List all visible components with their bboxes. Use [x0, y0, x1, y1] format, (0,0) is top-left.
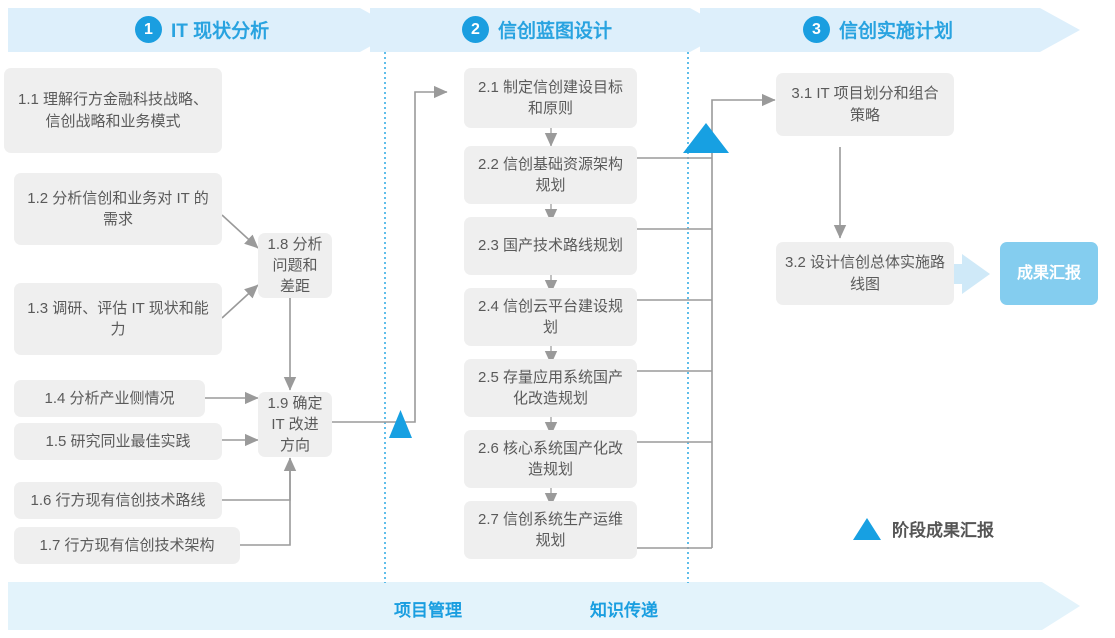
phase-header-1: 1 IT 现状分析: [135, 16, 269, 43]
node-1-3[interactable]: 1.3 调研、评估 IT 现状和能力: [14, 283, 222, 355]
node-1-5[interactable]: 1.5 研究同业最佳实践: [14, 423, 222, 460]
node-3-1[interactable]: 3.1 IT 项目划分和组合策略: [776, 73, 954, 136]
phase-title-1: IT 现状分析: [171, 21, 270, 42]
node-1-6[interactable]: 1.6 行方现有信创技术路线: [14, 482, 222, 519]
phase-title-2: 信创蓝图设计: [498, 21, 613, 42]
node-1-8[interactable]: 1.8 分析问题和差距: [258, 233, 332, 298]
node-2-6[interactable]: 2.6 核心系统国产化改造规划: [464, 430, 637, 488]
phase-number-1: 1: [135, 16, 162, 43]
node-2-5[interactable]: 2.5 存量应用系统国产化改造规划: [464, 359, 637, 417]
node-2-2[interactable]: 2.2 信创基础资源架构规划: [464, 146, 637, 204]
milestone-triangle-phase1: [389, 410, 412, 438]
node-1-7[interactable]: 1.7 行方现有信创技术架构: [14, 527, 240, 564]
milestone-triangle-phase2: [683, 123, 729, 153]
phase-number-2: 2: [462, 16, 489, 43]
node-3-2[interactable]: 3.2 设计信创总体实施路线图: [776, 242, 954, 305]
phase-title-3: 信创实施计划: [839, 21, 954, 42]
node-1-4[interactable]: 1.4 分析产业侧情况: [14, 380, 205, 417]
node-1-1[interactable]: 1.1 理解行方金融科技战略、信创战略和业务模式: [4, 68, 222, 153]
node-1-2[interactable]: 1.2 分析信创和业务对 IT 的需求: [14, 173, 222, 245]
node-2-1[interactable]: 2.1 制定信创建设目标和原则: [464, 68, 637, 128]
triangle-up-icon: [853, 517, 881, 540]
phase-header-3: 3 信创实施计划: [803, 16, 953, 43]
legend-label: 阶段成果汇报: [892, 521, 994, 540]
node-2-4[interactable]: 2.4 信创云平台建设规划: [464, 288, 637, 346]
footer-label-project-management: 项目管理: [394, 601, 462, 620]
footer-banner-bar: [8, 582, 1080, 630]
legend-milestone: 阶段成果汇报: [853, 516, 994, 541]
result-report-box[interactable]: 成果汇报: [1000, 242, 1098, 305]
node-2-7[interactable]: 2.7 信创系统生产运维规划: [464, 501, 637, 559]
node-2-3[interactable]: 2.3 国产技术路线规划: [464, 217, 637, 275]
phase-header-2: 2 信创蓝图设计: [462, 16, 612, 43]
node-1-9[interactable]: 1.9 确定 IT 改进方向: [258, 392, 332, 457]
phase-number-3: 3: [803, 16, 830, 43]
footer-label-knowledge-transfer: 知识传递: [590, 601, 658, 620]
